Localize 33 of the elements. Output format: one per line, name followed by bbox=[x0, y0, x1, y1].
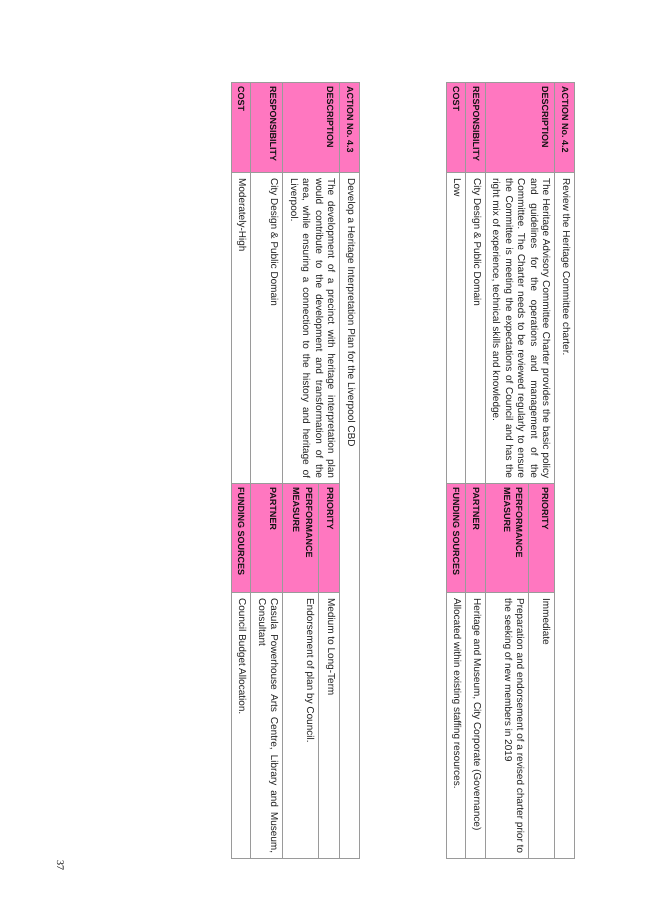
row-header: RESPONSIBILITY bbox=[251, 82, 283, 172]
row-header: PERFORMANCE MEASURE bbox=[283, 484, 318, 592]
table-cell: Develop a Heritage Interpretation Plan for the Liverpool CBD bbox=[340, 172, 360, 859]
table-cell: Preparation and endorsement of a revised charter prior to the seeking of new members in 2019 bbox=[486, 592, 529, 858]
row-header: PRIORITY bbox=[318, 484, 340, 592]
page-number: 37 bbox=[54, 860, 65, 870]
table-cell: Medium to Long-Term bbox=[318, 592, 340, 859]
table-cell: Heritage and Museum, City Corporate (Governance) bbox=[466, 592, 486, 858]
table-cell: Allocated within existing staffing resources. bbox=[446, 592, 466, 858]
table-cell: City Design & Public Domain bbox=[466, 172, 486, 484]
table-cell: Review the Heritage Committee charter. bbox=[555, 172, 574, 858]
row-header: PARTNER bbox=[251, 484, 283, 592]
row-header: ACTION No. 4.3 bbox=[340, 82, 360, 172]
table-cell: City Design & Public Domain bbox=[251, 172, 283, 484]
row-header: PRIORITY bbox=[528, 484, 555, 592]
table-cell: Endorsement of plan by Council. bbox=[283, 592, 318, 859]
row-header: FUNDING SOURCES bbox=[232, 484, 251, 592]
table-cell: Casula Powerhouse Arts Centre, Library and Museum, Consultant bbox=[251, 592, 283, 859]
row-header: DESCRIPTION bbox=[486, 82, 555, 172]
table-cell: Council Budget Allocation. bbox=[232, 592, 251, 859]
table-cell: The development of a precinct with heritage interpretation plan would contribute to the development and transformation of the area, while ensuring a connection to the history and heritage of Liverpool. bbox=[283, 172, 340, 484]
row-header: DESCRIPTION bbox=[283, 82, 340, 172]
row-header: RESPONSIBILITY bbox=[466, 82, 486, 172]
table-cell: Low bbox=[446, 172, 466, 484]
table-cell: Immediate bbox=[528, 592, 555, 858]
table-cell: Moderately-High bbox=[232, 172, 251, 484]
row-header: ACTION No. 4.2 bbox=[555, 82, 574, 172]
row-header: COST bbox=[232, 82, 251, 172]
table-cell: The Heritage Advisory Committee Charter provides the basic policy and guidelines for the operations and management of the Committee. The Charter needs to be reviewed regularly to ensure the Committee is meeting the expectations of Council and has the right mix of experience, technical skills and knowledge. bbox=[486, 172, 555, 484]
row-header: COST bbox=[446, 82, 466, 172]
row-header: PARTNER bbox=[466, 484, 486, 592]
row-header: FUNDING SOURCES bbox=[446, 484, 466, 592]
row-header: PERFORMANCE MEASURE bbox=[486, 484, 529, 592]
